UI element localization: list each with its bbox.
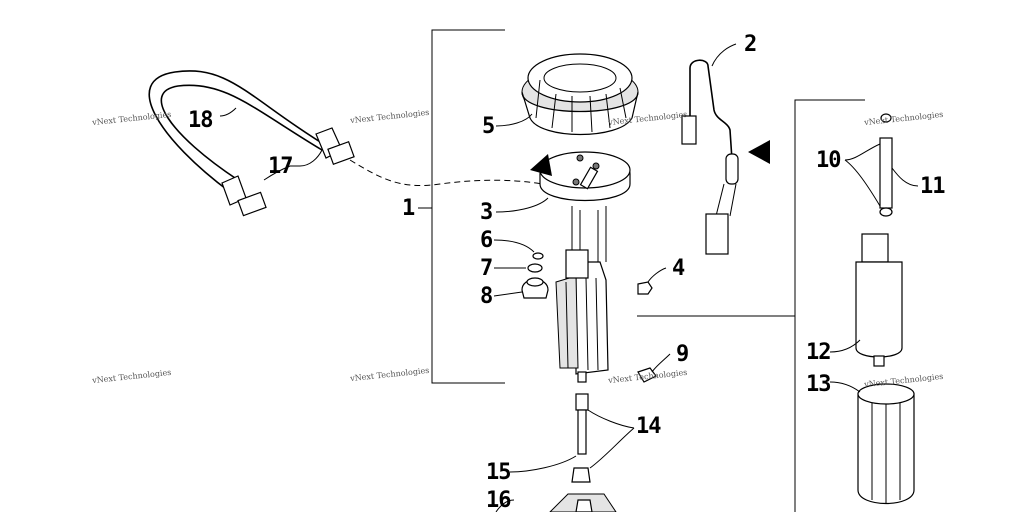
- clip-9: [637, 367, 657, 383]
- callout-18: 18: [188, 108, 213, 133]
- callout-4: 4: [672, 256, 685, 281]
- callout-14: 14: [636, 414, 661, 439]
- callout-3: 3: [480, 200, 493, 225]
- leader-lines: [219, 43, 919, 512]
- callout-2: 2: [744, 32, 757, 57]
- hose-connection-dashed: [349, 159, 573, 191]
- bracket-pump-assembly: [637, 99, 865, 512]
- callout-16: 16: [486, 488, 511, 513]
- wiring-harness: [681, 59, 770, 255]
- fuel-hose: [148, 70, 355, 217]
- callout-11: 11: [920, 174, 945, 199]
- callout-17: 17: [268, 154, 293, 179]
- callout-8: 8: [480, 284, 493, 309]
- callout-1: 1: [402, 196, 415, 221]
- lower-parts: [549, 393, 617, 512]
- fuel-pump-flange: [530, 151, 631, 383]
- callout-15: 15: [486, 460, 511, 485]
- callout-9: 9: [676, 342, 689, 367]
- callout-10: 10: [816, 148, 841, 173]
- grommet-parts: [521, 252, 549, 299]
- callout-13: 13: [806, 372, 831, 397]
- lock-ring: [521, 53, 639, 136]
- callout-5: 5: [482, 114, 495, 139]
- callout-7: 7: [480, 256, 493, 281]
- bracket-1: [418, 29, 505, 384]
- callout-12: 12: [806, 340, 831, 365]
- callout-6: 6: [480, 228, 493, 253]
- nut-4: [637, 281, 653, 295]
- pump-assembly: [855, 113, 915, 505]
